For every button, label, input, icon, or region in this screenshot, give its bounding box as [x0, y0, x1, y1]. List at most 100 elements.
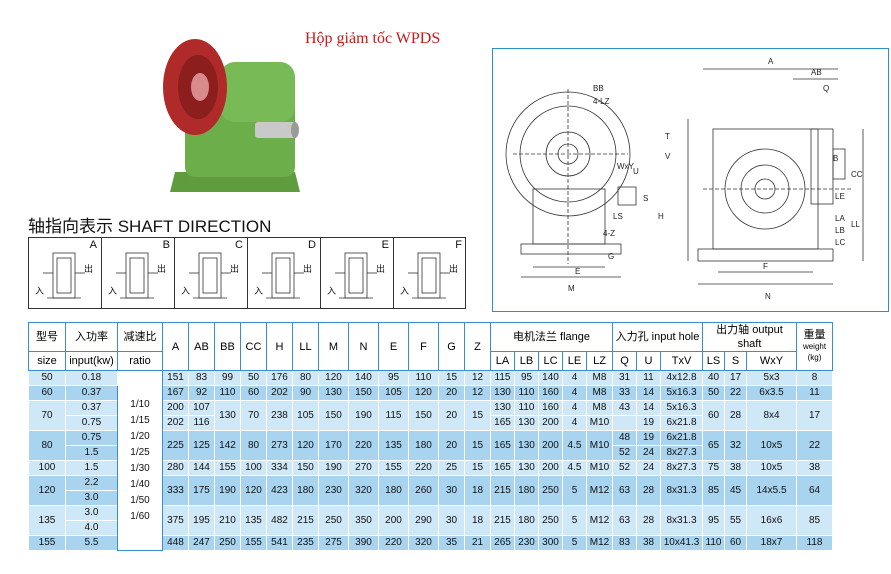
shaft-variant-letter: B	[162, 239, 170, 251]
cell-power: 5.5	[65, 535, 118, 551]
dimension-label: LS	[613, 212, 623, 221]
header-g: G	[438, 322, 465, 371]
page-title: Hộp giảm tốc WPDS	[305, 30, 441, 47]
cell-flange: 165	[490, 460, 515, 476]
dimension-label: E	[575, 267, 580, 276]
input-label: 入	[254, 286, 264, 296]
cell-flange: 4	[562, 385, 587, 401]
cell-input: 6x21.8	[660, 415, 703, 431]
cell-flange: 4	[562, 370, 587, 386]
cell-input: 8x27.3	[660, 445, 703, 461]
cell-input: 43	[612, 400, 637, 416]
cell-dim: 247	[188, 535, 215, 551]
cell-flange: 250	[538, 505, 563, 536]
cell-dim: 25	[438, 460, 465, 476]
cell-size: 100	[28, 460, 66, 476]
cell-dim: 334	[266, 460, 293, 476]
cell-input: 8x31.3	[660, 475, 703, 506]
cell-dim: 333	[162, 475, 189, 506]
cell-input: 28	[636, 475, 661, 506]
header-m: M	[318, 322, 349, 371]
cell-dim: 250	[318, 505, 349, 536]
shaft-direction-title: 轴指向表示 SHAFT DIRECTION	[28, 217, 272, 236]
cell-flange: 4.5	[562, 460, 587, 476]
cell-dim: 150	[318, 400, 349, 431]
cell-dim: 320	[408, 535, 439, 551]
cell-dim: 142	[214, 430, 241, 461]
cell-dim: 180	[378, 475, 409, 506]
cell-dim: 105	[378, 385, 409, 401]
dimension-label: LC	[835, 238, 845, 247]
cell-flange: 200	[538, 460, 563, 476]
cell-dim: 130	[214, 400, 241, 431]
cell-input: 24	[636, 460, 661, 476]
cell-input: 24	[636, 445, 661, 461]
header-le: LE	[562, 351, 587, 371]
output-label: 出	[156, 264, 166, 274]
cell-flange: 5	[562, 535, 587, 551]
cell-dim: 30	[438, 475, 465, 506]
cell-input: 63	[612, 475, 637, 506]
cell-dim: 230	[318, 475, 349, 506]
dimension-label: U	[633, 167, 639, 176]
cell-input: 11	[636, 370, 661, 386]
cell-weight: 64	[796, 475, 833, 506]
cell-power: 0.75	[65, 430, 118, 446]
input-label: 入	[108, 286, 118, 296]
table-row: 3.0	[29, 490, 833, 506]
cell-flange: 4	[562, 415, 587, 431]
cell-dim: 250	[214, 535, 241, 551]
cell-dim: 110	[214, 385, 241, 401]
cell-flange: 165	[490, 415, 515, 431]
cell-dim: 320	[348, 475, 379, 506]
cell-weight: 17	[796, 400, 833, 431]
dimension-label: B	[833, 154, 838, 163]
output-label: 出	[229, 264, 239, 274]
header-n: N	[348, 322, 379, 371]
cell-flange: 130	[514, 460, 539, 476]
cell-flange: M10	[586, 415, 613, 431]
cell-flange: 110	[514, 385, 539, 401]
cell-power: 2.2	[65, 475, 118, 491]
cell-size: 80	[28, 430, 66, 461]
cell-input: 5x16.3	[660, 385, 703, 401]
cell-input: 33	[612, 385, 637, 401]
cell-dim: 375	[162, 505, 189, 536]
dimension-label: 4-Z	[603, 229, 615, 238]
cell-power: 3.0	[65, 490, 118, 506]
output-label: 出	[302, 264, 312, 274]
header-ls: LS	[702, 351, 725, 371]
cell-dim: 110	[408, 370, 439, 386]
cell-flange: M12	[586, 505, 613, 536]
cell-dim: 125	[188, 430, 215, 461]
input-label: 入	[327, 286, 337, 296]
cell-dim: 107	[188, 400, 215, 416]
input-label: 入	[400, 286, 410, 296]
cell-flange: 130	[514, 415, 539, 431]
cell-output: 32	[724, 430, 747, 461]
cell-dim: 30	[438, 505, 465, 536]
dimension-label: 4-LZ	[593, 97, 610, 106]
cell-output: 45	[724, 475, 747, 506]
cell-input: 19	[636, 415, 661, 431]
cell-power: 0.37	[65, 385, 118, 401]
dimension-label: H	[658, 212, 664, 221]
header-lc: LC	[538, 351, 563, 371]
cell-dim: 202	[162, 415, 189, 431]
cell-dim: 135	[240, 505, 267, 536]
cell-flange: 180	[514, 475, 539, 506]
cell-dim: 176	[266, 370, 293, 386]
cell-dim: 202	[266, 385, 293, 401]
dimension-label: AB	[811, 68, 822, 77]
cell-output: 28	[724, 400, 747, 431]
cell-output: 10x5	[746, 460, 797, 476]
cell-output: 50	[702, 385, 725, 401]
cell-flange: M10	[586, 460, 613, 476]
